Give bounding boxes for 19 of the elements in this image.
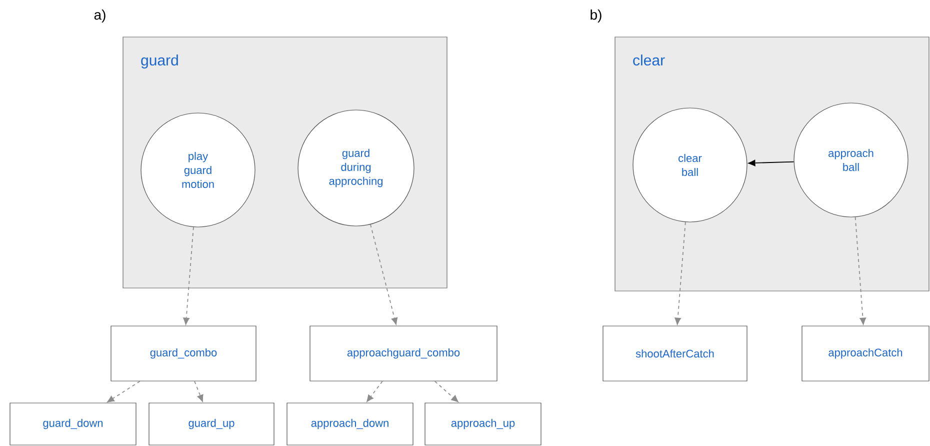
arrow [366,380,383,403]
behavior-box: approachCatch [802,326,930,382]
arrow [194,380,204,403]
arrow [370,224,398,326]
arrow [674,222,686,326]
behavior-box: approach_up [424,402,542,446]
arrow [106,380,140,403]
arrow [747,159,794,166]
arrow [854,216,866,326]
behavior-box: shootAfterCatch [602,326,748,382]
behavior-box: guard_up [148,402,274,446]
panel-letter: a) [94,9,106,23]
arrow [434,380,459,403]
arrow [182,226,194,326]
behavior-box: guard_combo [110,326,256,382]
behavior-box: approachguard_combo [310,326,498,382]
behavior-box: guard_down [10,402,136,446]
panel-letter: b) [590,9,602,23]
behavior-box: approach_down [286,402,414,446]
